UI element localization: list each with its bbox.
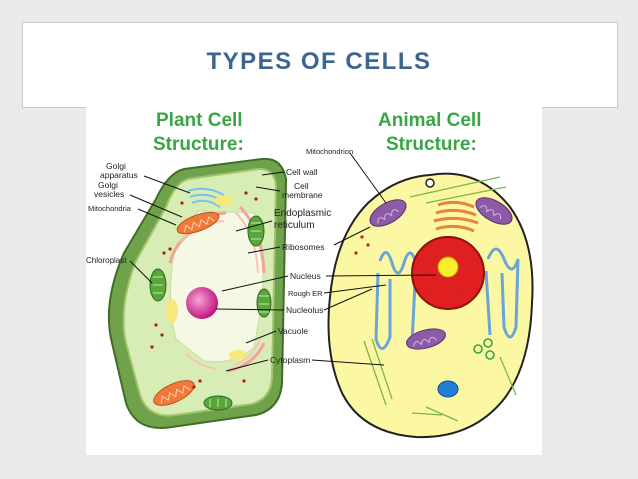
animal-rough-er <box>374 247 520 350</box>
label-rough-er: Rough ER <box>288 289 323 298</box>
animal-side-labels: Mitochondrion Rough ER <box>288 147 353 298</box>
cell-diagram: Plant Cell Structure: Animal Cell Struct… <box>86 103 542 455</box>
shared-leader-lines <box>215 152 437 372</box>
animal-mitochondrion-bottom <box>406 328 446 350</box>
plant-heading-line1: Plant Cell <box>156 110 243 131</box>
plant-chloroplast-grana <box>153 222 269 407</box>
animal-cytoskeleton <box>363 176 517 422</box>
shared-middle-labels: Cell wall Cell membrane Endoplasmic reti… <box>270 167 331 365</box>
label-golgi-apparatus-2: apparatus <box>100 170 138 180</box>
animal-centrosome <box>473 338 495 360</box>
label-golgi-apparatus-1: Golgi <box>106 161 126 171</box>
animal-cell-heading: Animal Cell Structure: <box>378 110 481 155</box>
plant-cell <box>107 157 288 429</box>
title-box <box>22 22 618 108</box>
slide-title: TYPES OF CELLS <box>206 48 432 75</box>
label-cell-wall: Cell wall <box>286 167 318 177</box>
label-cell-membrane-1: Cell <box>294 181 309 191</box>
label-golgi-vesicles-1: Golgi <box>98 180 118 190</box>
plant-left-labels: Golgi apparatus Golgi vesicles Mitochond… <box>86 161 138 265</box>
label-cytoplasm: Cytoplasm <box>270 355 310 365</box>
plant-ribosomes <box>150 191 258 389</box>
label-mitochondrion: Mitochondrion <box>306 147 353 156</box>
animal-heading-line2: Structure: <box>386 134 477 155</box>
label-nucleolus: Nucleolus <box>286 305 323 315</box>
label-golgi-vesicles-2: vesicles <box>94 189 124 199</box>
label-endoplasmic-2: reticulum <box>274 220 315 231</box>
animal-mitochondrion-right <box>475 197 513 225</box>
label-cell-membrane-2: membrane <box>282 190 323 200</box>
animal-ribosomes <box>354 235 460 291</box>
plant-mitochondrion-top <box>176 211 220 235</box>
animal-golgi-apparatus <box>433 200 479 233</box>
plant-left-leader-lines <box>129 175 191 284</box>
animal-nucleolus <box>437 256 459 278</box>
animal-heading-line1: Animal Cell <box>378 110 481 131</box>
label-chloroplast: Chloroplast <box>86 256 127 265</box>
plant-mitochondrion-bottom <box>153 380 195 406</box>
label-vacuole: Vacuole <box>278 326 308 336</box>
animal-lysosome <box>437 380 459 398</box>
plant-small-vacuoles <box>166 196 247 360</box>
animal-cell <box>327 172 534 439</box>
label-ribosomes: Ribosomes <box>282 242 325 252</box>
animal-mitochondrion-left <box>369 199 407 227</box>
plant-cell-heading: Plant Cell Structure: <box>153 110 244 155</box>
plant-heading-line2: Structure: <box>153 134 244 155</box>
label-mitochondria: Mitochondria <box>88 204 132 213</box>
animal-centriole-loop <box>425 178 435 188</box>
plant-nucleus <box>186 287 218 319</box>
label-endoplasmic-1: Endoplasmic <box>274 208 331 219</box>
label-nucleus: Nucleus <box>290 271 321 281</box>
